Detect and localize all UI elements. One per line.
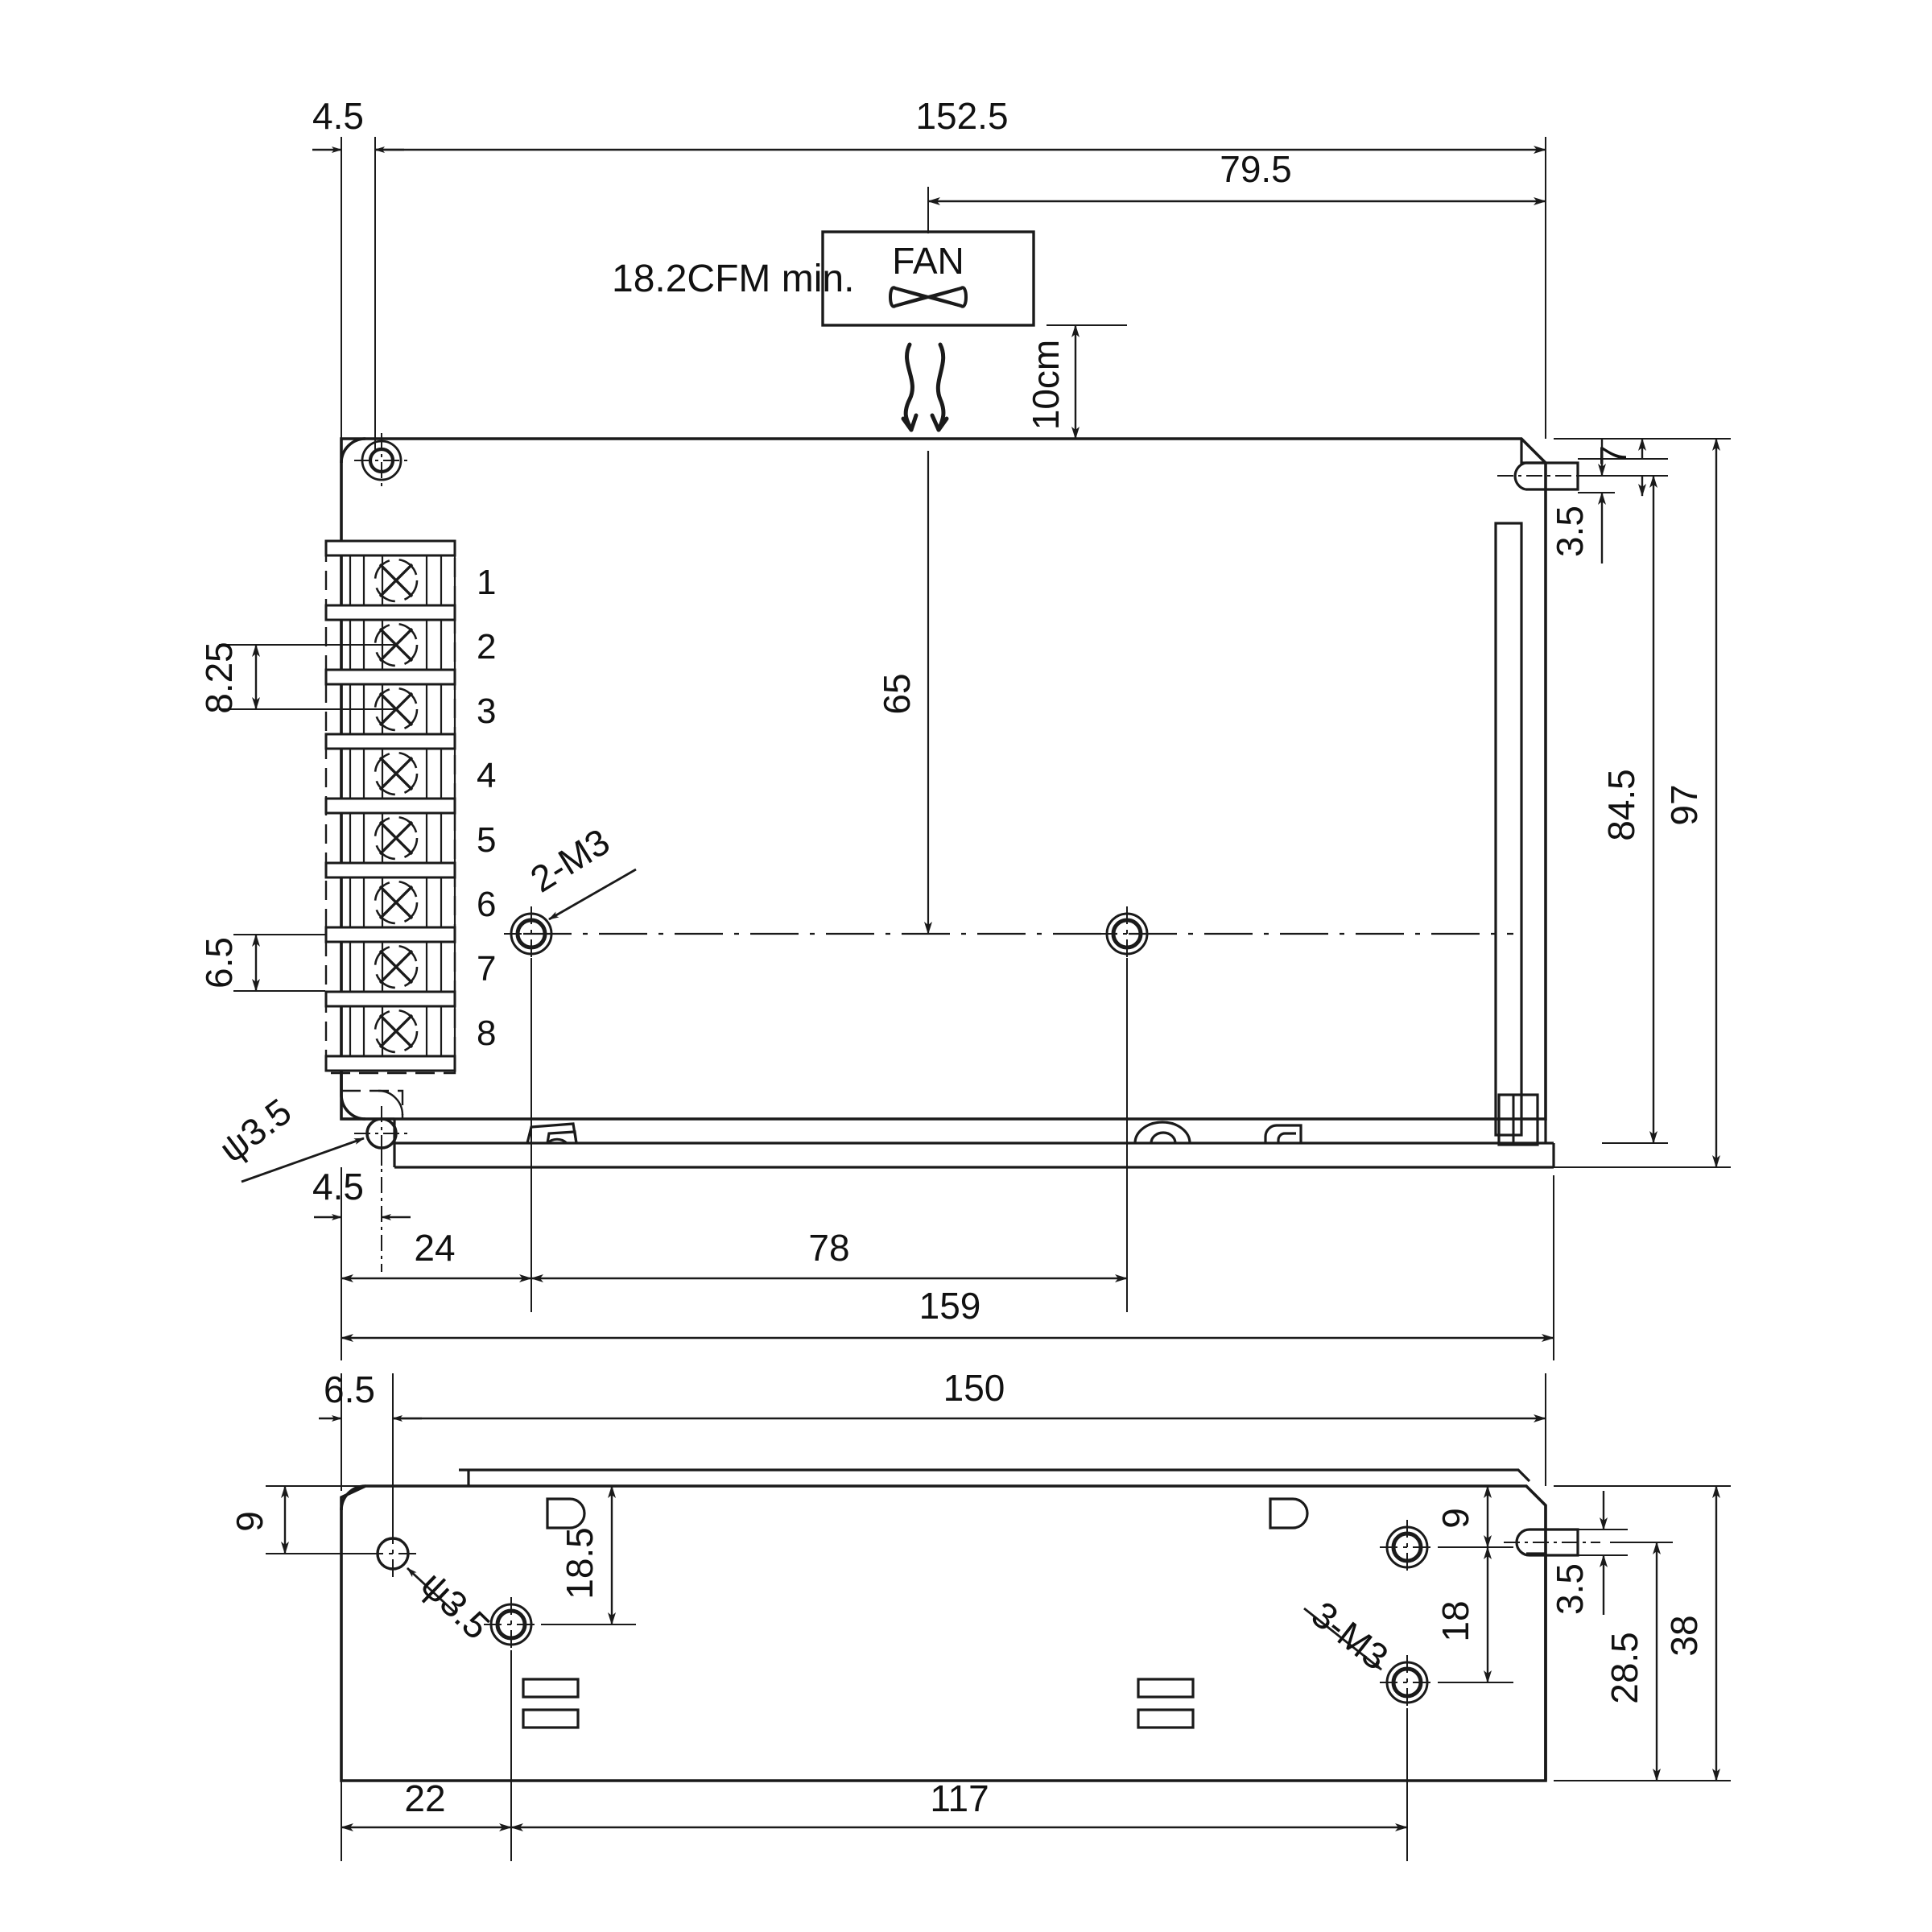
- dim-side-overall-length: 150: [393, 1367, 1546, 1486]
- dim-value: 7: [1592, 445, 1634, 466]
- side-view-knockout-right: [1269, 1497, 1309, 1530]
- dim-side-tab-offset: 3.5: [1549, 1491, 1628, 1615]
- dim-hole-x-first: 24: [341, 958, 532, 1312]
- dim-value: 79.5: [1220, 148, 1292, 190]
- terminal-pin-label: 2: [477, 627, 496, 667]
- fan-label: FAN: [892, 240, 964, 282]
- dim-value: 10cm: [1025, 340, 1067, 430]
- dim-overall-top: 152.5: [375, 95, 1546, 439]
- side-view-vent-slots-right: [1137, 1678, 1195, 1729]
- dim-side-left-hole-drop: 18.5: [541, 1485, 636, 1625]
- dim-value: 22: [404, 1777, 445, 1819]
- side-view-vent-slots-left: [522, 1678, 580, 1729]
- dim-value: 150: [943, 1367, 1005, 1409]
- terminal-pin-label: 3: [477, 691, 496, 731]
- bottom-edge-feature-middle: [1133, 1121, 1191, 1144]
- dim-value: 38: [1663, 1615, 1705, 1656]
- terminal-pin-label: 1: [477, 563, 496, 602]
- terminal-pin-label: 8: [477, 1013, 496, 1053]
- dim-value: 6.5: [198, 937, 240, 989]
- dim-value: 6.5: [324, 1368, 375, 1410]
- dim-side-overall-height: 38: [1554, 1485, 1731, 1781]
- dim-value: 9: [1435, 1508, 1476, 1529]
- dim-terminal-pitch-lower: 6.5: [198, 934, 325, 992]
- dim-value: 78: [808, 1227, 849, 1269]
- dim-value: 65: [876, 673, 918, 714]
- dim-terminal-pitch-upper: 8.25: [198, 642, 396, 714]
- terminal-pin-label: 6: [477, 885, 496, 924]
- top-view: 1 2 3 4 5 6 7 8: [198, 95, 1731, 1360]
- dim-value: 24: [414, 1227, 455, 1269]
- dim-overall-width: 159: [341, 1175, 1554, 1360]
- dim-value: 117: [930, 1777, 989, 1819]
- terminal-pin-label: 4: [477, 756, 496, 795]
- dim-side-right-hole-top: 9: [1435, 1485, 1513, 1548]
- dim-value: 18: [1435, 1600, 1476, 1641]
- fan-block: FAN 18.2CFM min.: [612, 230, 1035, 432]
- dim-side-hole-x-first: 22: [341, 1650, 512, 1861]
- dim-value: 84.5: [1600, 769, 1642, 841]
- dim-value: 18.5: [559, 1527, 601, 1600]
- dim-side-hole-spacing: 117: [510, 1708, 1408, 1861]
- dim-mount-height: 84.5: [1600, 475, 1668, 1144]
- dim-side-mount-height: 28.5: [1554, 1542, 1731, 1781]
- dim-right-tab: 7: [1578, 438, 1668, 497]
- dim-right-tab-offset: 3.5: [1549, 439, 1615, 564]
- dim-overall-height: 97: [1554, 438, 1731, 1168]
- dim-side-left-hole-top: 9: [229, 1485, 370, 1554]
- dim-side-right-hole-drop: 18: [1435, 1546, 1513, 1683]
- bottom-edge-feature-left: [526, 1122, 578, 1145]
- dim-fan-clearance: 10cm: [1025, 324, 1127, 440]
- terminal-pin-label: 5: [477, 820, 496, 860]
- dim-fan-centre-height: 65: [876, 451, 932, 935]
- dim-value: 4.5: [312, 95, 364, 137]
- side-view-knockout-left: [546, 1497, 586, 1530]
- dim-value: 9: [229, 1511, 270, 1532]
- airflow-arrows-icon: [901, 342, 949, 432]
- dim-value: 8.25: [198, 642, 240, 714]
- dim-value: 28.5: [1604, 1632, 1645, 1704]
- dim-value: 159: [919, 1285, 981, 1327]
- dim-value: 97: [1663, 784, 1705, 825]
- dim-hole-spacing: 78: [530, 958, 1128, 1312]
- terminal-block: 1 2 3 4 5 6 7 8: [324, 539, 496, 1075]
- dim-bottom-left-offset: 4.5: [312, 1148, 411, 1272]
- terminal-pin-label: 7: [477, 949, 496, 989]
- dim-value: 3.5: [1549, 506, 1591, 557]
- bottom-edge-feature-right: [1264, 1124, 1302, 1143]
- dim-notch-right: 79.5: [927, 148, 1546, 233]
- dim-value: 152.5: [915, 95, 1008, 137]
- bottom-right-bracket: [1497, 1093, 1539, 1146]
- top-left-corner-screw: [354, 433, 409, 488]
- airflow-note: 18.2CFM min.: [612, 258, 854, 300]
- dim-top-left-offset: 4.5: [312, 95, 404, 451]
- dim-value: 4.5: [312, 1166, 364, 1208]
- terminal-divider-bars: [324, 539, 456, 1072]
- dim-value: 3.5: [1549, 1563, 1591, 1615]
- fan-blade-icon: [889, 286, 968, 308]
